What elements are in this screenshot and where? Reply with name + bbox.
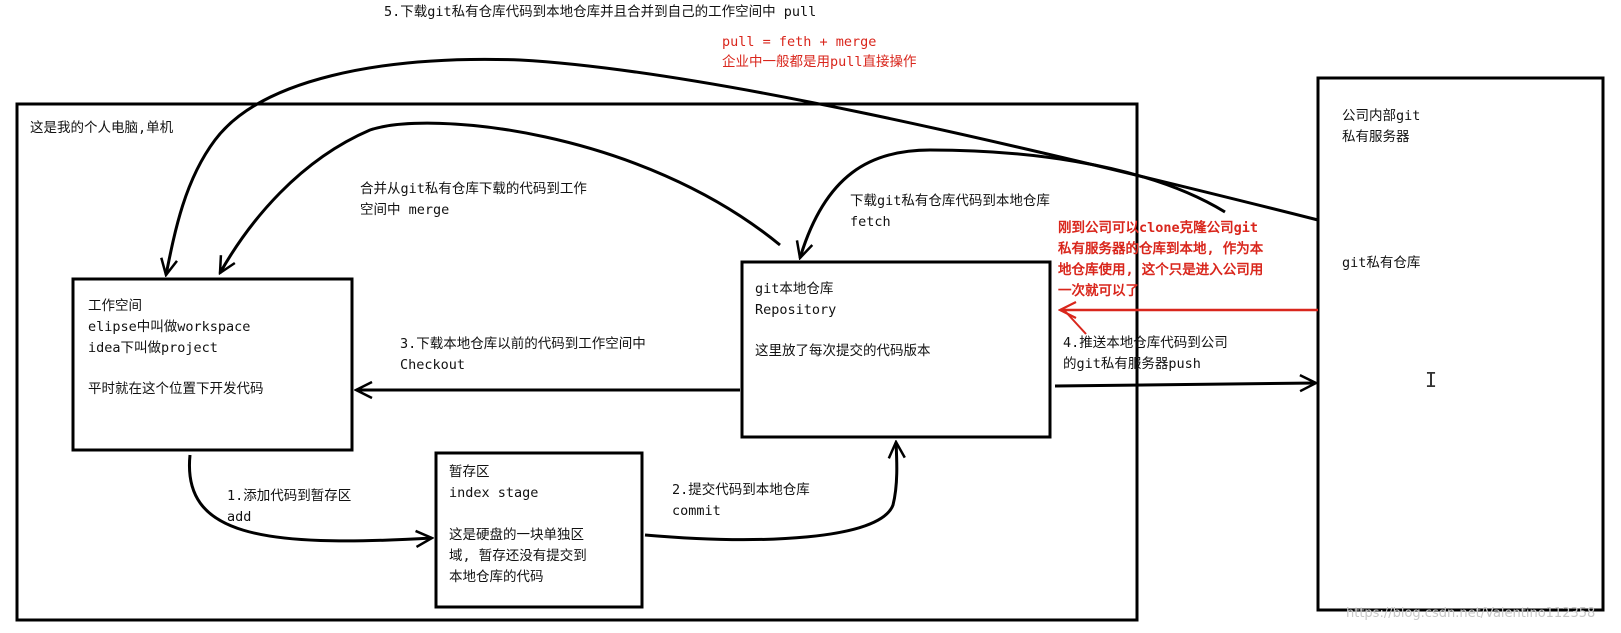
watermark: https://blog.csdn.net/Valentino112358 <box>1346 606 1596 621</box>
checkout-label-line2: Checkout <box>400 357 466 373</box>
fetch-label-line2: fetch <box>850 214 891 230</box>
repository-box <box>740 260 1052 439</box>
text-cursor-icon: I <box>1425 368 1438 392</box>
workspace-title: 工作空间 <box>88 298 142 314</box>
workspace-desc: 平时就在这个位置下开发代码 <box>88 381 264 397</box>
computer-box <box>15 102 1139 622</box>
clone-note-line2: 私有服务器的仓库到本地, 作为本 <box>1058 241 1264 257</box>
push-label-line2: 的git私有服务器push <box>1063 356 1201 372</box>
pull-arrow <box>166 57 1319 275</box>
add-label-line1: 1.添加代码到暂存区 <box>227 488 352 504</box>
push-label-line1: 4.推送本地仓库代码到公司 <box>1063 335 1228 351</box>
push-arrow <box>1054 383 1316 386</box>
workspace-eclipse-text: elipse中叫做workspace <box>88 319 251 335</box>
pull-note-line1: pull = feth + merge <box>722 34 877 50</box>
merge-arrow <box>220 121 781 273</box>
stage-title: 暂存区 <box>449 464 490 480</box>
merge-label-line2: 空间中 merge <box>360 202 450 218</box>
fetch-label-line1: 下载git私有仓库代码到本地仓库 <box>850 193 1050 209</box>
workspace-idea-text: idea下叫做project <box>88 340 218 356</box>
stage-desc-line1: 这是硬盘的一块单独区 <box>449 527 584 543</box>
repository-desc: 这里放了每次提交的代码版本 <box>755 343 931 359</box>
server-box <box>1316 76 1605 612</box>
stage-box <box>434 451 644 609</box>
add-arrow <box>187 454 432 541</box>
pull-label: 5.下载git私有仓库代码到本地仓库并且合并到自己的工作空间中 pull <box>384 4 817 20</box>
merge-label-line1: 合并从git私有仓库下载的代码到工作 <box>360 181 587 197</box>
pull-note-line2: 企业中一般都是用pull直接操作 <box>722 54 917 70</box>
workspace-box <box>71 277 354 452</box>
commit-label-line1: 2.提交代码到本地仓库 <box>672 482 810 498</box>
stage-desc-line3: 本地仓库的代码 <box>449 569 544 585</box>
checkout-label-line1: 3.下载本地仓库以前的代码到工作空间中 <box>400 336 646 352</box>
repository-title: git本地仓库 <box>755 281 834 297</box>
server-title-line2: 私有服务器 <box>1342 129 1410 145</box>
stage-subtitle: index stage <box>449 485 539 501</box>
server-repo-label: git私有仓库 <box>1342 255 1421 271</box>
commit-arrow <box>644 442 897 542</box>
clone-note-line1: 刚到公司可以clone克隆公司git <box>1058 220 1259 236</box>
server-title-line1: 公司内部git <box>1342 108 1421 124</box>
clone-note-line3: 地仓库使用, 这个只是进入公司用 <box>1058 262 1264 278</box>
add-label-line2: add <box>227 509 252 525</box>
clone-pointer-line <box>1063 309 1087 335</box>
commit-label-line2: commit <box>672 503 721 519</box>
stage-desc-line2: 域, 暂存还没有提交到 <box>449 548 587 564</box>
clone-note-line4: 一次就可以了 <box>1058 283 1139 299</box>
repository-subtitle: Repository <box>755 302 837 318</box>
computer-title: 这是我的个人电脑,单机 <box>30 120 174 136</box>
